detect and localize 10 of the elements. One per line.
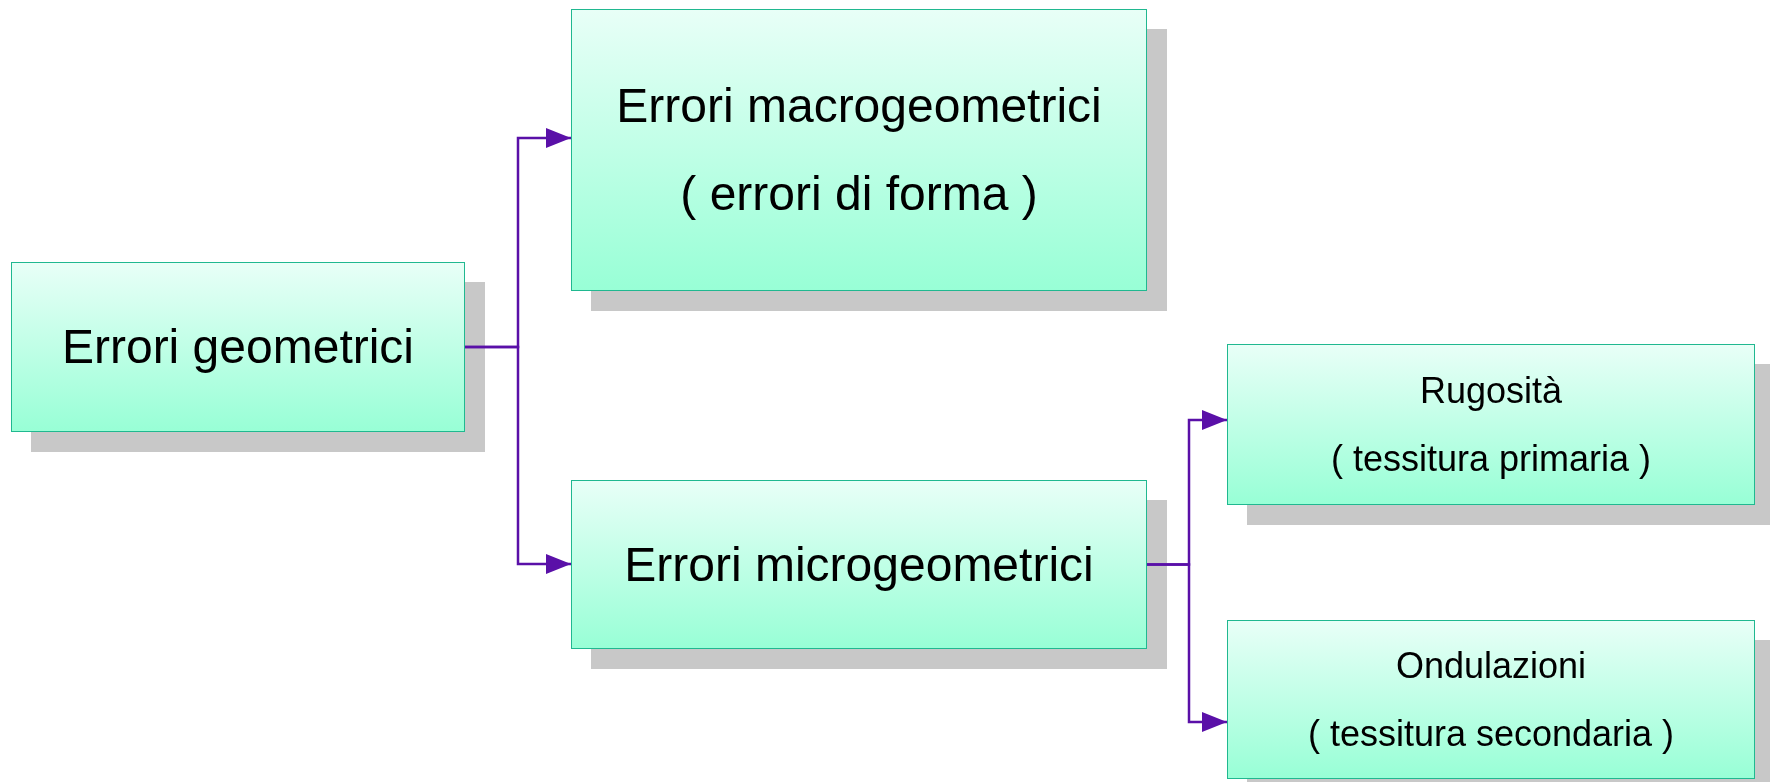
node-title: Errori geometrici bbox=[61, 319, 415, 376]
node-title: Ondulazioni bbox=[1395, 644, 1587, 688]
node-title: Errori macrogeometrici bbox=[616, 78, 1102, 135]
node-title: Errori microgeometrici bbox=[624, 536, 1094, 593]
connector-arrow bbox=[1147, 563, 1227, 732]
node-subtitle: ( errori di forma ) bbox=[680, 166, 1038, 222]
node-subtitle: ( tessitura secondaria ) bbox=[1307, 711, 1675, 755]
node-subtitle: ( tessitura primaria ) bbox=[1330, 436, 1652, 480]
connector-arrow bbox=[465, 345, 571, 574]
node-title: Rugosità bbox=[1419, 369, 1563, 413]
